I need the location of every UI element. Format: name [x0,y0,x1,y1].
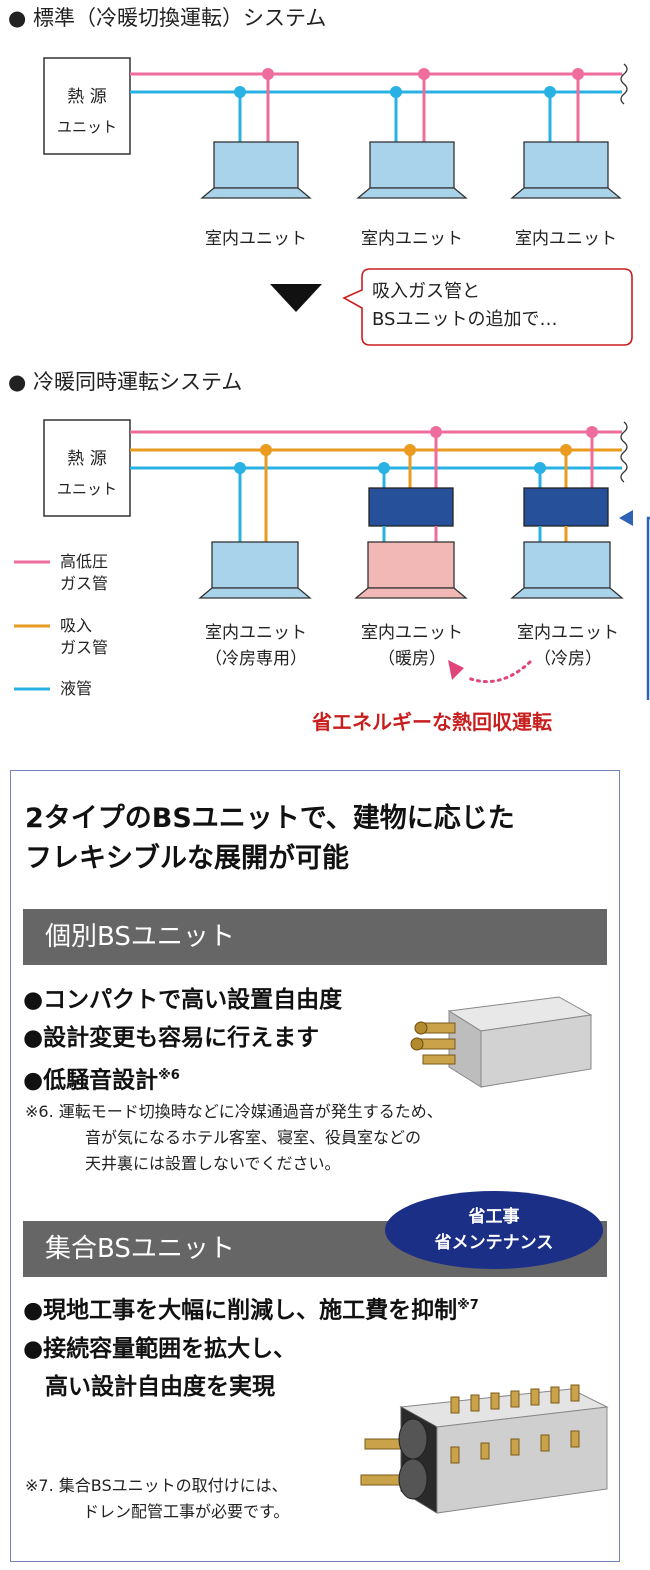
heat-recovery-label: 省エネルギーな熱回収運転 [312,710,552,734]
legend-suction-gas: 吸入ガス管 [60,616,109,657]
indoor-unit-label-3: 室内ユニット [515,229,617,249]
panel-connector-line [646,516,650,700]
simultaneous-system-diagram [14,419,650,700]
bs-unit-panel: 2タイプのBSユニットで、建物に応じた フレキシブルな展開が可能 個別BSユニッ… [10,770,620,1562]
multi-bs-unit-image [360,1384,609,1514]
indoor-unit-1 [213,141,299,189]
bs-unit-1 [368,487,454,527]
indoor-unit-heating [367,541,455,589]
indoor-unit-2 [369,141,455,189]
individual-bs-unit-image [410,996,593,1088]
multi-features: ●現地工事を大幅に削減し、施工費を抑制※7 ●接続容量範囲を拡大し、 高い設計自… [23,1297,479,1400]
individual-features: ●コンパクトで高い設置自由度 ●設計変更も容易に行えます ●低騒音設計※6 [23,987,343,1094]
unit-label-heating: 室内ユニット（暖房） [361,623,463,669]
heat-source-box [43,57,131,155]
unit-label-cooling: 室内ユニット（冷房） [517,623,619,669]
indoor-unit-3 [523,141,609,189]
balloon-text: 吸入ガス管と BSユニットの追加で… [372,281,558,330]
connector-arrow-icon [619,510,633,526]
panel-headline: 2タイプのBSユニットで、建物に応じた フレキシブルな展開が可能 [25,803,515,874]
indoor-unit-cooling [523,541,611,589]
unit-label-cooling-only: 室内ユニット（冷房専用） [205,623,307,669]
callout-balloon [342,268,633,346]
section1-title: ● 標準（冷暖切換運転）システム [8,6,327,30]
individual-bs-band: 個別BSユニット [23,909,607,965]
heat-source-label-2: 熱 源 ユニット [56,449,117,498]
section2-title: ● 冷暖同時運転システム [8,370,243,394]
standard-system-diagram [43,57,633,346]
down-arrow-icon [270,284,322,312]
arrowhead-icon [448,660,464,680]
indoor-unit-label-2: 室内ユニット [361,229,463,249]
heat-source-box-2 [43,419,131,517]
indoor-unit-label-1: 室内ユニット [205,229,307,249]
legend-liquid: 液管 [60,679,93,698]
heat-recovery-arrow [466,660,532,684]
pipe-break-mark [620,63,628,105]
saving-badge: 省工事 省メンテナンス [385,1191,603,1269]
indoor-unit-cooling-only [211,541,299,589]
bs-unit-2 [523,487,609,527]
individual-note: ※6. 運転モード切換時などに冷媒通過音が発生するため、 音が気になるホテル客室… [25,1102,443,1173]
legend-high-low-gas: 高低圧ガス管 [60,552,109,593]
multi-note: ※7. 集合BSユニットの取付けには、 ドレン配管工事が必要です。 [25,1476,290,1521]
pipe-break-mark-2 [620,421,628,483]
heat-source-label-1: 熱 源 ユニット [56,87,117,136]
